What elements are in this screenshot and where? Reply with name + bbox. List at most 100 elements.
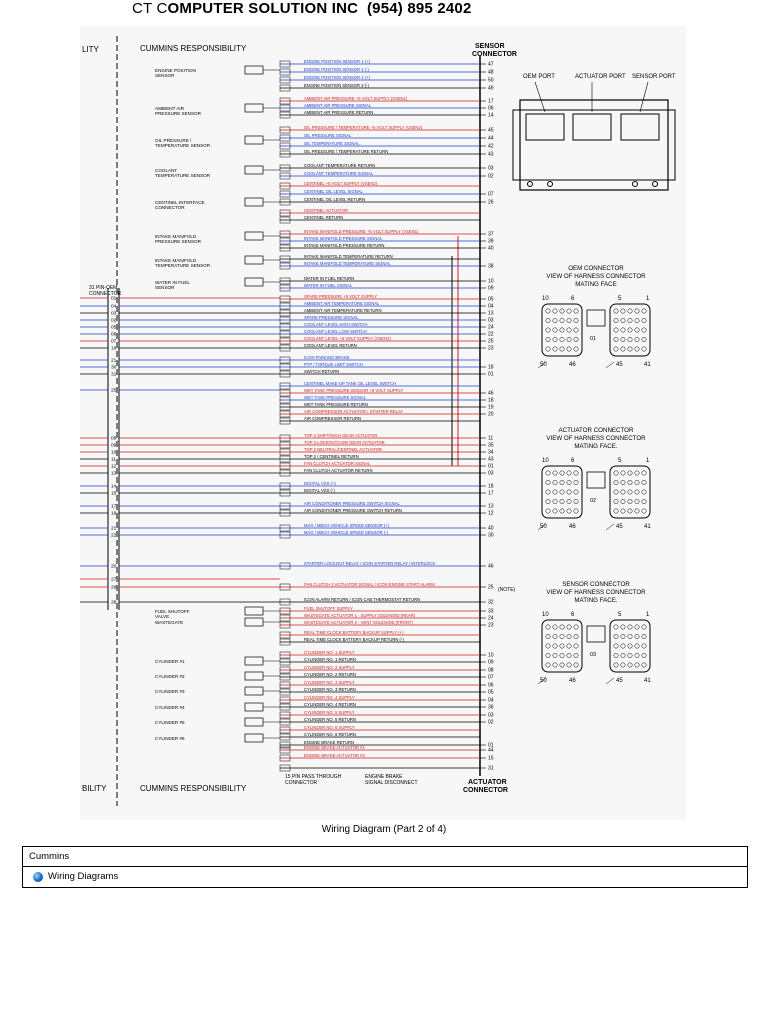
sensor-symbol [244, 671, 264, 681]
pin-number: 44 [488, 136, 494, 142]
pin-hole [634, 508, 640, 514]
pin-hole [627, 662, 633, 668]
pin-number: 38 [488, 264, 494, 270]
pin-number: 30 [488, 533, 494, 539]
wire-label: REAL TIME CLOCK BATTERY BACKUP SUPPLY (+… [304, 630, 404, 635]
wire-label: CYLINDER NO. 6 SUPPLY [304, 725, 355, 730]
pin-number: 04 [488, 698, 494, 704]
wire-terminal [279, 382, 291, 390]
connector-code: 03 [590, 652, 596, 658]
pin-hole [634, 327, 640, 333]
oem-31pin-label-2: CONNECTOR [89, 291, 122, 297]
wire-label: MAG / MECH VEHICLE SPEED SENSOR (+) [304, 523, 390, 528]
pin-number: 09 [488, 286, 494, 292]
pin-hole [620, 470, 626, 476]
pin-hole [641, 662, 647, 668]
oem-pin-number: 21 [111, 526, 117, 532]
pin-number: 01 [488, 464, 494, 470]
connector-title: SENSOR CONNECTOR [562, 581, 630, 588]
wiring-diagram: LITY CUMMINS RESPONSIBILITY BILITY CUMMI… [80, 26, 686, 820]
pin-hole [552, 318, 558, 323]
wire-label: ENGINE POSITION SENSOR 2 (+) [304, 75, 371, 80]
wire-label: AIR CONDITIONER PRESSURE SWITCH SIGNAL [304, 501, 401, 506]
sensor-symbol [244, 231, 264, 241]
wire-label: OIL PRESSURE SIGNAL [304, 133, 352, 138]
pin-number: 05 [488, 297, 494, 303]
wire-label: COOLANT LEVEL HIGH SWITCH [304, 322, 368, 327]
component-label: PRESSURE SENSOR [155, 239, 202, 244]
wire-terminal [279, 244, 291, 252]
pin-hole [627, 308, 633, 314]
wire-label: CENTINEL RETURN [304, 215, 343, 220]
pin-hole [566, 653, 572, 658]
oem-pin-number: 14 [111, 484, 117, 490]
pin-hole [627, 508, 633, 514]
pass-through-label-1: 15 PIN PASS THROUGH [285, 774, 342, 780]
wire-label: WATER IN FUEL SIGNAL [304, 283, 353, 288]
pin-hole [573, 643, 579, 649]
pin-hole [573, 308, 579, 314]
pin-number: 23 [488, 346, 494, 352]
pin-number: 31 [488, 766, 494, 772]
pin-hole [620, 624, 626, 630]
pin-number: 24 [488, 325, 494, 331]
oem-pin-number: 07 [111, 339, 117, 345]
component-label: TEMPERATURE SENSOR [155, 263, 211, 268]
ecm-port-housing: OEM PORT ACTUATOR PORT SENSOR PORT [512, 74, 676, 191]
pin-hole [566, 318, 572, 323]
pin-number: 34 [488, 450, 494, 456]
pin-hole [545, 634, 551, 639]
wiring-diagrams-link[interactable]: Wiring Diagrams [48, 871, 119, 882]
leader-line [605, 361, 615, 369]
wire-label: OIL PRESSURE / TEMPERATURE +5 VOLT SUPPL… [304, 125, 423, 130]
wire-label: WET TANK PRESSURE RETURN [304, 402, 368, 407]
pin-number: 05 [488, 690, 494, 696]
pin-label-bottom: 45 [616, 524, 623, 530]
wire-label: DIGITAL VSS (+) [304, 481, 336, 486]
wire-label: COOLANT LEVEL +5 VOLT SUPPLY (VSEN2) [304, 336, 391, 341]
pin-number: 04 [488, 304, 494, 310]
pin-hole [627, 634, 633, 639]
wiring-diagrams-link-row[interactable]: Wiring Diagrams [23, 867, 747, 887]
pin-hole [559, 318, 565, 323]
pin-label-bottom: 46 [569, 362, 576, 368]
pin-hole [552, 499, 558, 504]
pin-hole [620, 346, 626, 352]
pin-hole [559, 489, 565, 495]
pin-hole [552, 308, 558, 314]
wire-terminal [279, 666, 291, 674]
pin-hole [613, 470, 619, 476]
wire-terminal [279, 68, 291, 76]
pin-hole [641, 346, 647, 352]
pin-hole [559, 653, 565, 658]
oem-pin-number: 20 [111, 564, 117, 570]
connector-half-right [609, 465, 651, 519]
pin-number: 03 [488, 713, 494, 719]
pin-number: 01 [488, 743, 494, 749]
pin-hole [634, 318, 640, 323]
oem-pin-number: 04 [111, 304, 117, 310]
wire-terminal [279, 84, 291, 92]
oem-pin-number: 27 [111, 577, 117, 583]
pin-hole [613, 624, 619, 630]
pin-number: 01 [488, 372, 494, 378]
wire-terminal [279, 607, 291, 615]
pin-number: 18 [488, 398, 494, 404]
pin-hole [545, 508, 551, 514]
pin-number: 25 [488, 585, 494, 591]
wire-terminal [279, 741, 291, 749]
pin-number: 22 [488, 332, 494, 338]
pin-hole [613, 318, 619, 323]
pin-number: 36 [488, 705, 494, 711]
wire-label: WATER IN FUEL RETURN [304, 276, 354, 281]
responsibility-label-top: CUMMINS RESPONSIBILITY [140, 44, 247, 53]
wire-terminal [279, 389, 291, 397]
pin-hole [566, 508, 572, 514]
wire-label: COOLANT LEVEL LOW SWITCH [304, 329, 367, 334]
pin-label-top: 10 [542, 612, 549, 618]
connector-title: ACTUATOR CONNECTOR [559, 427, 634, 434]
pin-label-top: 5 [618, 458, 622, 464]
pin-hole [566, 308, 572, 314]
wire-label: OIL TEMPERATURE SIGNAL [304, 141, 360, 146]
